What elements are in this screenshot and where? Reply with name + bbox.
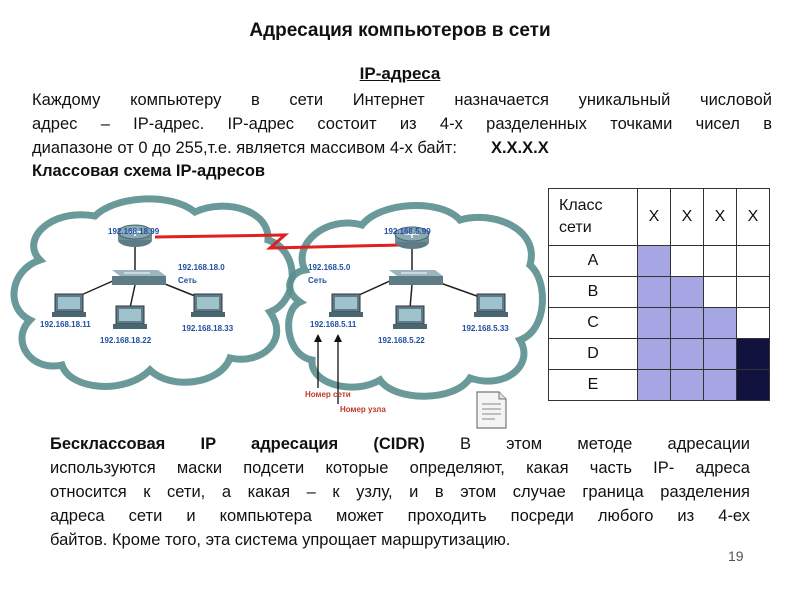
right-network-ip: 192.168.5.0 xyxy=(308,263,351,272)
cidr-line: адреса сети и компьютера может проходить… xyxy=(50,507,750,525)
intro-paragraph: Каждому компьютеру в сети Интернет назна… xyxy=(32,88,772,160)
left-network-ip: 192.168.18.0 xyxy=(178,263,225,272)
left-cloud xyxy=(10,195,296,390)
section-subtitle: IP-адреса xyxy=(359,64,441,83)
cidr-line: используются маски подсети которые опред… xyxy=(50,459,750,477)
table-row: D xyxy=(548,338,770,370)
byte-cell-network xyxy=(637,369,671,401)
cidr-paragraph: Бесклассовая IP адресация (CIDR) В этом … xyxy=(50,432,750,552)
right-network: 192.168.5.99 192.168.5.0 Сеть 192.168.5.… xyxy=(308,226,509,345)
left-host1-ip: 192.168.18.11 xyxy=(40,320,91,329)
classful-heading: Классовая схема IP-адресов xyxy=(32,162,266,180)
byte-cell-host xyxy=(736,307,770,339)
computer-icon xyxy=(329,293,363,317)
host-number-label: Номер узла xyxy=(340,405,386,414)
right-network-label: Сеть xyxy=(308,276,327,285)
cidr-line-text: В этом методе адресации xyxy=(459,435,751,453)
right-router-ip: 192.168.5.99 xyxy=(384,227,431,236)
intro-line: адрес – IP-адрес. IP-адрес состоит из 4-… xyxy=(32,115,772,133)
intro-line-text: диапазоне от 0 до 255,т.е. является масс… xyxy=(32,139,457,157)
network-diagram: 192.168.18.99 192.168.18.0 Сеть 192.168.… xyxy=(10,195,546,414)
byte-cell-host xyxy=(736,245,770,277)
byte-cell-host xyxy=(703,276,737,308)
wan-link xyxy=(154,233,401,250)
byte-header-cell: X xyxy=(637,188,671,246)
left-network-label: Сеть xyxy=(178,276,197,285)
right-cloud xyxy=(285,201,546,400)
document-icon[interactable] xyxy=(473,390,509,430)
router-icon xyxy=(394,226,430,249)
class-label-cell: E xyxy=(548,369,638,401)
computer-icon xyxy=(191,293,225,317)
switch-icon xyxy=(112,270,166,285)
cidr-line: Бесклассовая IP адресация (CIDR) В этом … xyxy=(50,432,750,456)
left-router-ip: 192.168.18.99 xyxy=(108,227,160,236)
left-host3-ip: 192.168.18.33 xyxy=(182,324,234,333)
byte-cell-reserved xyxy=(736,338,770,370)
annotation-arrows xyxy=(314,334,342,404)
page-title: Адресация компьютеров в сети xyxy=(249,20,551,41)
table-row: C xyxy=(548,307,770,339)
cidr-line: байтов. Кроме того, эта система упрощает… xyxy=(50,531,511,549)
byte-header-cell: X xyxy=(736,188,770,246)
byte-cell-network xyxy=(637,245,671,277)
intro-line: Каждому компьютеру в сети Интернет назна… xyxy=(32,91,772,109)
left-network: 192.168.18.99 192.168.18.0 Сеть 192.168.… xyxy=(40,224,234,345)
table-row: B xyxy=(548,276,770,308)
right-host2-ip: 192.168.5.22 xyxy=(378,336,425,345)
table-row: A xyxy=(548,245,770,277)
cidr-line: относится к сети, а какая – к узлу, и в … xyxy=(50,483,750,501)
table-row: E xyxy=(548,369,770,401)
right-host1-ip: 192.168.5.11 xyxy=(310,320,357,329)
byte-cell-network xyxy=(637,276,671,308)
router-icon xyxy=(117,224,153,247)
byte-cell-network xyxy=(670,338,704,370)
byte-header-cell: X xyxy=(703,188,737,246)
network-number-label: Номер сети xyxy=(305,390,351,399)
page-number: 19 xyxy=(728,548,744,564)
byte-cell-host xyxy=(703,245,737,277)
class-label-cell: D xyxy=(548,338,638,370)
computer-icon xyxy=(52,293,86,317)
byte-header-cell: X xyxy=(670,188,704,246)
ip-class-table: Класс сети X X X X A B C D E xyxy=(548,188,770,401)
switch-icon xyxy=(389,270,443,285)
byte-cell-network xyxy=(703,338,737,370)
byte-cell-network xyxy=(670,369,704,401)
class-label-cell: C xyxy=(548,307,638,339)
right-host3-ip: 192.168.5.33 xyxy=(462,324,509,333)
class-label-cell: B xyxy=(548,276,638,308)
class-label-cell: A xyxy=(548,245,638,277)
cidr-heading: Бесклассовая IP адресация (CIDR) xyxy=(50,435,425,453)
computer-icon xyxy=(393,305,427,329)
byte-cell-network xyxy=(670,307,704,339)
byte-cell-network xyxy=(703,307,737,339)
byte-cell-network xyxy=(703,369,737,401)
ip-pattern: X.X.X.X xyxy=(490,139,549,157)
byte-cell-network xyxy=(637,338,671,370)
byte-cell-host xyxy=(670,245,704,277)
class-header-cell: Класс сети xyxy=(548,188,638,246)
computer-icon xyxy=(474,293,508,317)
byte-cell-reserved xyxy=(736,369,770,401)
computer-icon xyxy=(113,305,147,329)
class-header-line2: сети xyxy=(559,219,592,236)
table-header-row: Класс сети X X X X xyxy=(548,188,770,246)
class-header-line1: Класс xyxy=(559,197,603,214)
byte-cell-network xyxy=(637,307,671,339)
left-host2-ip: 192.168.18.22 xyxy=(100,336,152,345)
byte-cell-host xyxy=(736,276,770,308)
intro-line: диапазоне от 0 до 255,т.е. является масс… xyxy=(32,136,772,160)
byte-cell-network xyxy=(670,276,704,308)
